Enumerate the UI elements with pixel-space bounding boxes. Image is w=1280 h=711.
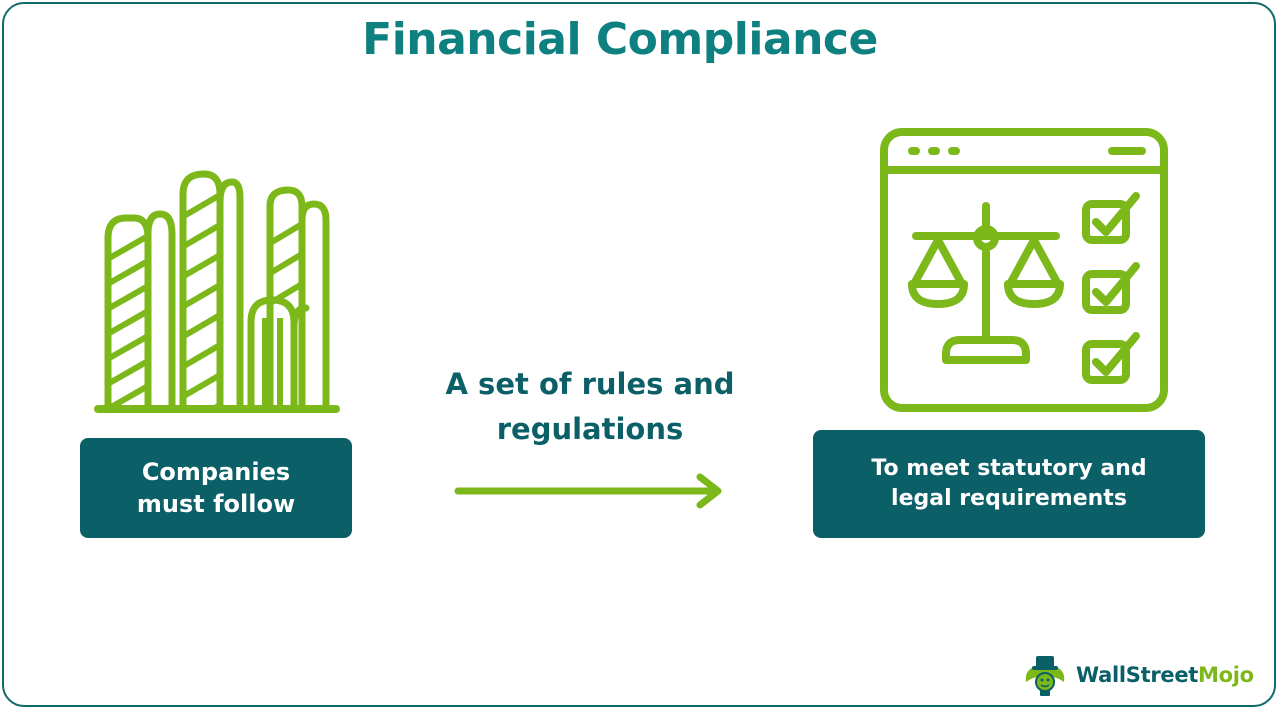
connector-label-line2: regulations [496,411,684,446]
logo-wordmark: WallStreetMojo [1076,663,1254,687]
wallstreetmojo-logo-icon [1025,656,1065,696]
requirements-box-line1: To meet statutory and [871,456,1147,482]
companies-box-line2: must follow [136,490,296,518]
companies-box-line1: Companies [141,457,291,486]
logo-wordmark-part1: WallStreet [1076,663,1199,687]
arrow-right-icon [454,473,722,509]
requirements-box-line2: legal requirements [891,486,1127,511]
requirements-box: To meet statutory and legal requirements [813,430,1205,538]
connector-label-line1: A set of rules and [445,367,735,401]
connector-label: A set of rules and regulations [420,362,760,452]
page-title: Financial Compliance [362,14,878,65]
compliance-checklist-icon [880,128,1168,412]
logo-wordmark-part2: Mojo [1198,663,1254,687]
wallstreetmojo-logo: WallStreetMojo [1022,652,1254,698]
buildings-icon [94,170,340,413]
companies-box: Companies must follow [80,438,352,538]
